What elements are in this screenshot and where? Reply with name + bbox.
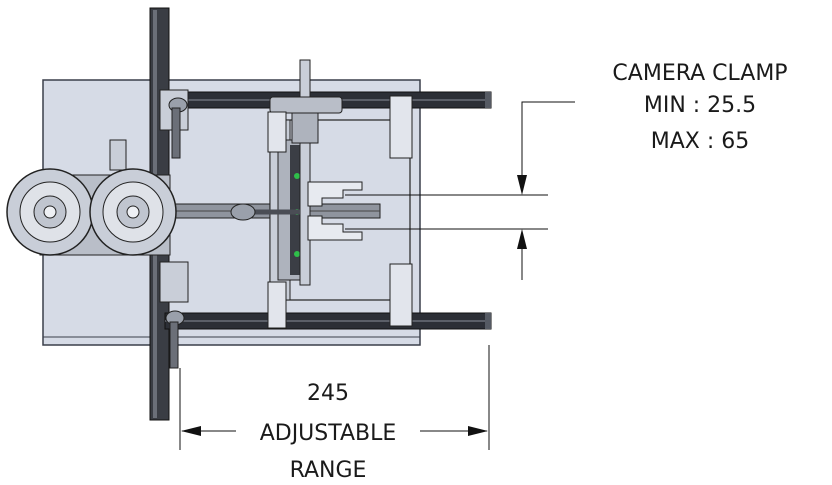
clamp-jaw-upper <box>307 181 363 207</box>
clamp-lever-grip <box>230 203 256 221</box>
clamp-title-text: CAMERA CLAMP <box>612 61 787 86</box>
range-value-text: 245 <box>307 381 349 406</box>
motor-disc-left-hub <box>43 205 57 219</box>
clamp-max-text: MAX : 65 <box>651 129 750 154</box>
lead-screw-knob <box>269 96 343 114</box>
motor-disc-right-hub <box>126 205 140 219</box>
bar-clamps <box>159 89 189 369</box>
clamp-lever <box>230 203 300 221</box>
bracket-top-right <box>389 95 413 159</box>
range-arrow-left <box>181 426 201 436</box>
clamp-jaw-lower <box>307 215 363 241</box>
lead-screw-shaft <box>299 59 311 286</box>
top-rail-endcap <box>485 92 491 108</box>
bottom-rail <box>164 312 492 330</box>
clamp-min-text: MIN : 25.5 <box>644 93 756 118</box>
range-arrow-right <box>468 426 488 436</box>
bracket-bottom-right <box>389 263 413 327</box>
range-dimension: 245 ADJUSTABLE RANGE <box>179 345 490 483</box>
carriage-led-3 <box>294 251 300 257</box>
bottom-rail-endcap <box>485 313 491 329</box>
clamp-arrow-down <box>517 175 527 195</box>
carriage-led-1 <box>294 173 300 179</box>
range-line2-text: RANGE <box>290 458 367 483</box>
drive-motors <box>6 139 177 256</box>
bracket-bottom-left <box>267 281 287 329</box>
clamp-dimension: CAMERA CLAMP MIN : 25.5 MAX : 65 <box>345 61 788 280</box>
lead-screw-collar <box>291 112 319 144</box>
clamp-leader-line <box>521 101 575 185</box>
bar-clamp-bottom-lever <box>169 321 179 369</box>
rail-brackets <box>267 95 413 329</box>
bar-clamp-bottom <box>159 261 189 303</box>
bar-clamp-top-lever <box>171 107 181 159</box>
bracket-top-left <box>267 111 287 153</box>
clamp-arrow-up <box>517 229 527 249</box>
motor-top-fitting <box>109 139 127 171</box>
camera-clamp-jaws <box>307 181 363 241</box>
lead-screw-assembly <box>269 59 343 286</box>
range-line1-text: ADJUSTABLE <box>260 421 397 446</box>
